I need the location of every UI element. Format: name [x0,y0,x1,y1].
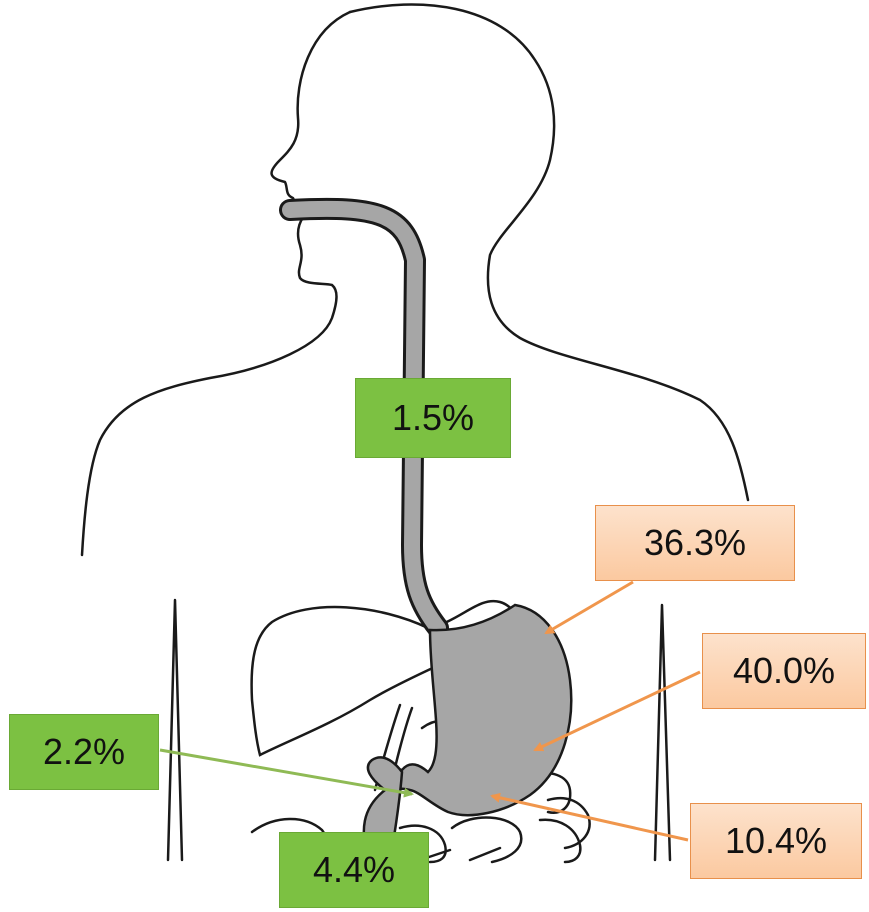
antrum-percent-label: 10.4% [690,803,862,879]
duodenum-percent-label: 4.4% [279,832,429,908]
arrow-cardia [546,582,633,633]
esophagus-percent-label: 1.5% [355,378,511,458]
body-percent-label: 40.0% [702,633,866,709]
pylorus-percent-label: 2.2% [9,714,159,790]
intestine-loop [540,820,580,862]
ribcage-left [168,600,182,860]
ribcage-right [655,605,670,860]
head-face-outline [82,12,350,555]
intestine-loop [548,798,590,848]
intestine-loop [420,848,500,860]
intestine-loop [452,817,521,862]
cardia-percent-label: 36.3% [595,505,795,581]
